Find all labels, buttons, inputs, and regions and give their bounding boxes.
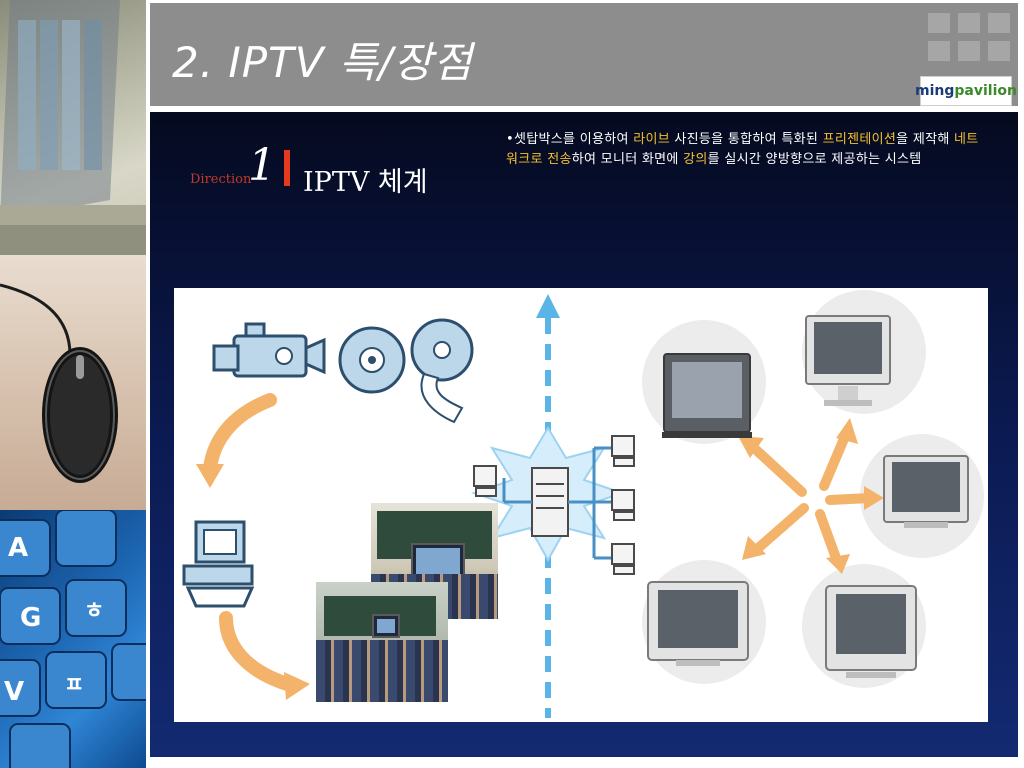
desc-seg-1: 라이브 [633, 132, 670, 147]
monitor-icon-2 [883, 455, 969, 528]
description-text: •셋탑박스를 이용하여 라이브 사진등을 통합하여 특화된 프리젠테이션을 제작… [506, 132, 979, 167]
monitor-icon-4 [825, 585, 917, 678]
mouse-photo [0, 255, 146, 510]
desc-seg-4: 을 제작해 [896, 132, 955, 147]
desc-seg-3: 프리젠테이션 [822, 132, 897, 147]
classroom-photo-2 [316, 582, 448, 702]
desc-seg-8: 를 실시간 양방향으로 제공하는 시스템 [707, 152, 922, 167]
monitor-icon-1 [805, 315, 891, 406]
cd-media-icon [338, 326, 406, 394]
desc-seg-2: 사진등을 통합하여 특화된 [669, 132, 823, 147]
svg-text:A: A [8, 533, 28, 563]
left-photo-strip: A G ㅎ V ㅍ [0, 0, 146, 768]
desc-seg-7: 강의 [683, 152, 708, 167]
server-icon [531, 467, 569, 537]
laptop-photo [0, 0, 146, 255]
section-number: 1 [248, 140, 276, 191]
flow-arrows-right [749, 429, 875, 563]
network-lines [502, 446, 612, 560]
upload-arrow-icon [536, 294, 560, 718]
flat-tv-icon-1 [662, 353, 752, 438]
decorative-squares [928, 13, 1012, 73]
iptv-system-diagram [174, 288, 988, 722]
desktop-computer-icon [182, 520, 255, 608]
svg-text:ㅍ: ㅍ [64, 673, 84, 698]
content-panel: Direction 1 IPTV 체계 •셋탑박스를 이용하여 라이브 사진등을… [150, 112, 1018, 757]
monitor-icon-3 [647, 581, 749, 666]
section-title: IPTV 체계 [303, 167, 428, 198]
desc-seg-0: 셋탑박스를 이용하여 [513, 132, 634, 147]
direction-label: Direction [190, 172, 252, 187]
keyboard-photo: A G ㅎ V ㅍ [0, 509, 146, 768]
workstation-icons [473, 435, 635, 575]
slide-title: 2. IPTV 특/장점 [172, 38, 473, 87]
section-divider-bar [284, 150, 290, 186]
svg-text:V: V [4, 677, 24, 707]
desc-seg-5: 네트워크로 전송 [506, 132, 979, 167]
desc-seg-6: 하여 모니터 화면에 [571, 152, 684, 167]
svg-text:G: G [20, 603, 41, 633]
video-camera-icon [212, 322, 326, 378]
film-reel-icon [410, 318, 474, 424]
svg-text:ㅎ: ㅎ [84, 599, 104, 624]
flow-arrows-left [203, 393, 301, 693]
